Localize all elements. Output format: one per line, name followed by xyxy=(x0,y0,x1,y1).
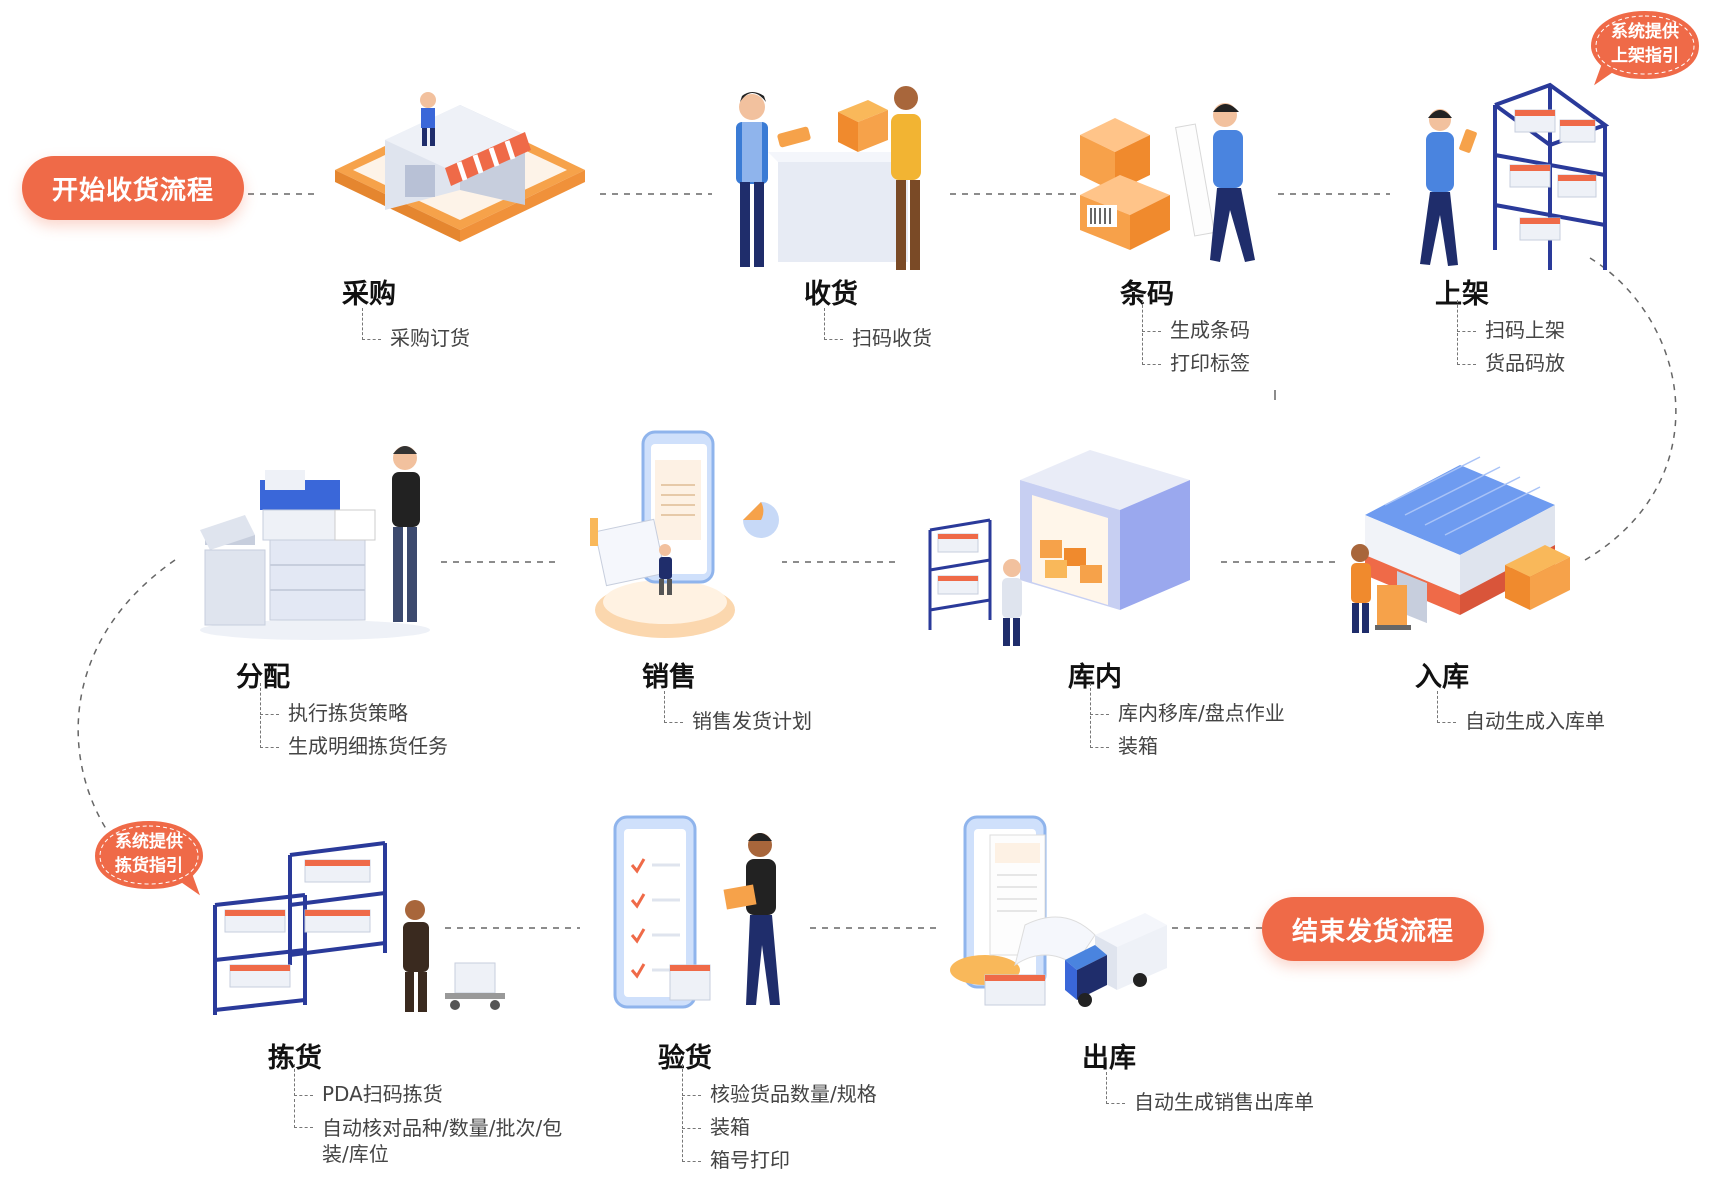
start-process-pill: 开始收货流程 xyxy=(22,156,244,220)
step-subtasks: 生成条码 打印标签 xyxy=(1142,300,1250,380)
step-title: 入库 xyxy=(1415,662,1469,693)
step-subtasks: 销售发货计划 xyxy=(664,691,812,738)
subtask-item: 采购订货 xyxy=(362,308,470,355)
step-subtasks: 采购订货 xyxy=(362,308,470,355)
step-title: 验货 xyxy=(658,1043,712,1074)
step-title: 销售 xyxy=(642,662,696,693)
subtask-item: 货品码放 xyxy=(1457,333,1565,380)
store-tablet-icon xyxy=(335,92,585,242)
reception-desk-icon xyxy=(736,86,921,270)
checklist-tablet-icon xyxy=(613,815,780,1009)
step-title: 出库 xyxy=(1082,1043,1136,1074)
step-subtasks: PDA扫码拣货 自动核对品种/数量/批次/包装/库位 xyxy=(294,1064,572,1167)
step-title: 采购 xyxy=(342,279,396,310)
subtask-item: 自动生成销售出库单 xyxy=(1106,1072,1314,1119)
subtask-item: PDA扫码拣货 xyxy=(294,1064,572,1111)
step-title: 库内 xyxy=(1068,662,1122,693)
subtask-item: 扫码上架 xyxy=(1457,300,1565,347)
step-subtasks: 自动生成入库单 xyxy=(1437,691,1605,738)
step-title: 条码 xyxy=(1120,279,1174,310)
bubble-line: 拣货指引 xyxy=(115,856,183,876)
putaway-guide-bubble: 系统提供上架指引 xyxy=(1586,6,1704,92)
subtask-item: 生成条码 xyxy=(1142,300,1250,347)
picking-guide-bubble: 系统提供拣货指引 xyxy=(90,816,208,902)
bubble-line: 上架指引 xyxy=(1611,46,1679,66)
outbound-truck-icon xyxy=(950,815,1167,1007)
subtask-item: 扫码收货 xyxy=(824,308,932,355)
sales-document-icon xyxy=(590,430,779,638)
warehouse-building-icon xyxy=(1351,456,1570,633)
picking-racks-icon xyxy=(213,841,505,1015)
step-subtasks: 库内移库/盘点作业 装箱 xyxy=(1090,683,1285,763)
bubble-line: 系统提供 xyxy=(1611,22,1679,42)
step-title: 上架 xyxy=(1435,279,1489,310)
step-subtasks: 核验货品数量/规格 装箱 箱号打印 xyxy=(682,1064,877,1177)
subtask-item: 生成明细拣货任务 xyxy=(260,716,448,763)
speech-bubble-icon xyxy=(1588,8,1702,91)
subtask-item: 执行拣货策略 xyxy=(260,683,448,730)
printer-workstation-icon xyxy=(200,446,430,640)
subtask-item: 库内移库/盘点作业 xyxy=(1090,683,1285,730)
subtask-item: 核验货品数量/规格 xyxy=(682,1064,877,1111)
subtask-item: 销售发货计划 xyxy=(664,691,812,738)
subtask-item: 箱号打印 xyxy=(682,1130,877,1177)
subtask-item: 装箱 xyxy=(682,1097,877,1144)
barcode-boxes-icon xyxy=(1080,103,1255,262)
subtask-item: 自动核对品种/数量/批次/包装/库位 xyxy=(294,1099,572,1167)
step-title: 收货 xyxy=(804,279,858,310)
step-title: 拣货 xyxy=(268,1043,322,1074)
step-subtasks: 自动生成销售出库单 xyxy=(1106,1072,1314,1119)
loading-dock-icon xyxy=(928,450,1190,646)
subtask-item: 自动生成入库单 xyxy=(1437,691,1605,738)
subtask-item: 装箱 xyxy=(1090,716,1285,763)
step-subtasks: 扫码上架 货品码放 xyxy=(1457,300,1565,380)
speech-bubble-icon xyxy=(92,818,206,901)
shelf-scan-icon xyxy=(1420,82,1610,270)
bubble-line: 系统提供 xyxy=(115,832,183,852)
step-subtasks: 执行拣货策略 生成明细拣货任务 xyxy=(260,683,448,763)
step-subtasks: 扫码收货 xyxy=(824,308,932,355)
end-process-pill: 结束发货流程 xyxy=(1262,897,1484,961)
step-title: 分配 xyxy=(236,662,290,693)
subtask-item: 打印标签 xyxy=(1142,333,1250,380)
